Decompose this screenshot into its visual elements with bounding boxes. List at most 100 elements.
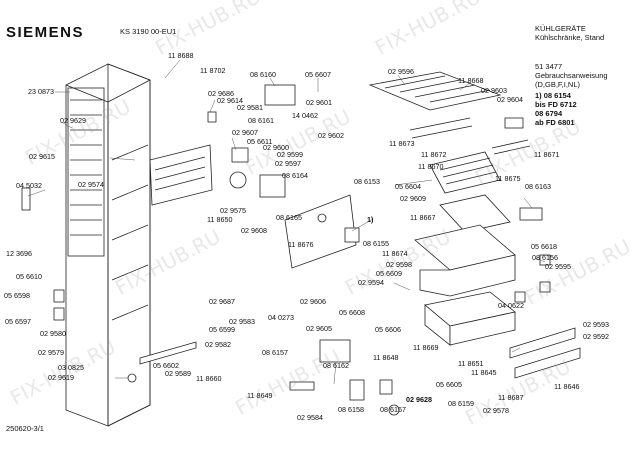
- part-label: 11 8676: [288, 240, 314, 249]
- part-label: 14 0462: [292, 111, 318, 120]
- part-label: 02 9601: [306, 98, 332, 107]
- part-label: 11 8675: [495, 174, 521, 183]
- part-label: 02 9602: [318, 131, 344, 140]
- part-label: 11 8672: [421, 150, 447, 159]
- inner-liner-evaporator: [149, 144, 213, 206]
- part-label: 02 9605: [306, 324, 332, 333]
- category-title: KÜHLGERÄTE: [535, 24, 586, 33]
- doc-title: Gebrauchsanweisung: [535, 71, 608, 80]
- part-label: 11 8688: [168, 51, 194, 60]
- part-label: 04 0622: [498, 301, 524, 310]
- part-label: 11 8645: [471, 368, 497, 377]
- thermostat-group: [207, 84, 296, 198]
- part-label: 08 6157: [262, 348, 288, 357]
- part-label: 02 9609: [400, 194, 426, 203]
- part-label: 02 9593: [583, 320, 609, 329]
- part-label: 08 6167: [380, 405, 406, 414]
- drawer: [424, 291, 516, 346]
- cabinet-body: [65, 63, 151, 427]
- part-label: 23 0873: [28, 87, 54, 96]
- model-number: KS 3190 00-EU1: [120, 27, 177, 36]
- part-label: 02 9600: [263, 143, 289, 152]
- variant-a-part: 1) 08 6154: [535, 91, 571, 100]
- evaporator-coil: [429, 151, 501, 194]
- part-label: 11 8649: [247, 391, 273, 400]
- part-label: 11 8667: [410, 213, 436, 222]
- part-label: 02 9579: [38, 348, 64, 357]
- part-label: 08 6161: [248, 116, 274, 125]
- part-label: 02 9596: [388, 67, 414, 76]
- part-label: 11 8668: [458, 76, 484, 85]
- part-label: 11 8669: [413, 343, 439, 352]
- part-label: 11 8687: [498, 393, 524, 402]
- part-label: 11 8646: [554, 382, 580, 391]
- part-label: 11 8674: [382, 249, 408, 258]
- part-label: 05 6607: [305, 70, 331, 79]
- part-label: 02 9614: [217, 96, 243, 105]
- part-label: 02 9599: [277, 150, 303, 159]
- part-label: 05 6608: [339, 308, 365, 317]
- bottom-trim-rails: [139, 327, 581, 379]
- variant-b-part: 08 6794: [535, 109, 563, 118]
- part-label: 11 8671: [534, 150, 560, 159]
- condenser-coil: [67, 87, 105, 257]
- part-label: 08 6159: [448, 399, 474, 408]
- part-label: 05 6611: [247, 137, 273, 146]
- part-label: 02 9594: [358, 278, 384, 287]
- variant-a-range: bis FD 6712: [535, 100, 577, 109]
- part-label: 11 8660: [196, 374, 222, 383]
- part-label: 04 0273: [268, 313, 294, 322]
- part-label: 08 6162: [323, 361, 349, 370]
- cabinet-shelf-ribs: [111, 144, 149, 321]
- part-label: 05 6604: [395, 182, 421, 191]
- part-label: 02 9574: [78, 180, 104, 189]
- part-label: 05 6618: [531, 242, 557, 251]
- part-label: 02 9628: [406, 395, 432, 404]
- part-label: 11 8648: [373, 353, 399, 362]
- part-label: 05 6599: [209, 325, 235, 334]
- part-label: 05 6610: [16, 272, 42, 281]
- part-label: 02 9608: [241, 226, 267, 235]
- part-label: 05 6606: [375, 325, 401, 334]
- part-label: 02 9603: [481, 86, 507, 95]
- part-label: 08 6163: [525, 182, 551, 191]
- part-label: 02 9598: [386, 260, 412, 269]
- part-label: 11 8650: [207, 215, 233, 224]
- hinge-parts: [21, 187, 551, 416]
- footnote-marker: 1): [367, 215, 374, 224]
- part-label: 02 9619: [48, 373, 74, 382]
- part-label: 05 6602: [153, 361, 179, 370]
- part-label: 02 9583: [229, 317, 255, 326]
- part-label: 02 9580: [40, 329, 66, 338]
- part-label: 04 5032: [16, 181, 42, 190]
- part-label: 02 9589: [165, 369, 191, 378]
- part-label: 02 9606: [300, 297, 326, 306]
- part-label: 08 6160: [250, 70, 276, 79]
- drawing-id: 250620-3/1: [6, 424, 44, 433]
- part-label: 02 9687: [209, 297, 235, 306]
- shelf-rods: [409, 117, 531, 155]
- part-label: 03 0825: [58, 363, 84, 372]
- part-label: 02 9615: [29, 152, 55, 161]
- doc-number: 51 3477: [535, 62, 563, 71]
- category-subtitle: Kühlschränke, Stand: [535, 33, 605, 42]
- part-label: 02 9604: [497, 95, 523, 104]
- doc-languages: (D,GB,F,I,NL): [535, 80, 581, 89]
- part-label: 11 8651: [458, 359, 484, 368]
- part-label: 02 9686: [208, 89, 234, 98]
- part-label: 08 6153: [354, 177, 380, 186]
- part-label: 05 6598: [4, 291, 30, 300]
- part-label: 12 3696: [6, 249, 32, 258]
- part-label: 02 9595: [545, 262, 571, 271]
- lamp-housing: [284, 194, 360, 269]
- part-label: 08 6164: [282, 171, 308, 180]
- part-label: 08 6165: [276, 213, 302, 222]
- crisper-housing: [414, 194, 543, 297]
- part-label: 08 6155: [363, 239, 389, 248]
- part-label: 02 9607: [232, 128, 258, 137]
- brand-logo: SIEMENS: [6, 24, 85, 41]
- part-label: 11 8673: [389, 139, 415, 148]
- part-label: 02 9581: [237, 103, 263, 112]
